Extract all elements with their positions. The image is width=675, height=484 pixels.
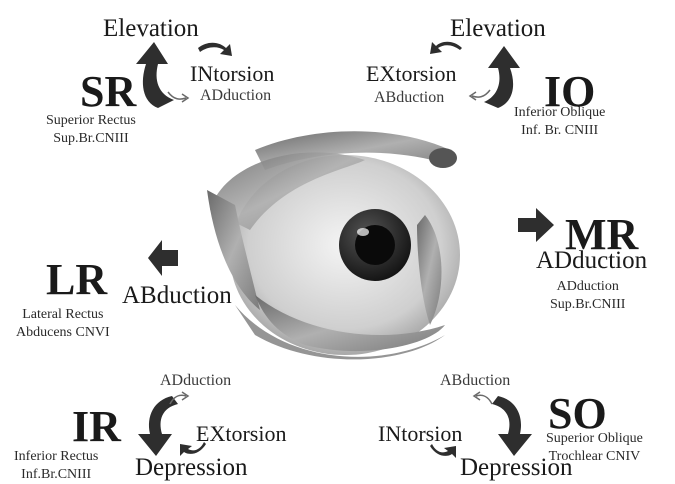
mr-action: ADduction (536, 248, 647, 273)
lr-abduction-arrow-icon (148, 240, 178, 276)
ir-primary-action: Depression (135, 455, 247, 480)
so-tertiary-action: ABduction (440, 373, 510, 389)
sr-nerve: Sup.Br.CNIII (46, 130, 136, 148)
eyeball-illustration (195, 120, 480, 370)
lr-abbreviation: LR (46, 258, 107, 302)
so-muscle-name: Superior Oblique (546, 430, 643, 448)
ir-adduction-arrow-icon (168, 392, 190, 406)
sr-intorsion-arrow-icon (196, 40, 236, 60)
mr-label: ADduction Sup.Br.CNIII (550, 278, 625, 314)
lr-action: ABduction (122, 283, 232, 308)
so-nerve: Trochlear CNIV (546, 448, 643, 466)
sr-label: Superior Rectus Sup.Br.CNIII (46, 112, 136, 148)
sr-tertiary-action: ADduction (200, 88, 271, 104)
ir-secondary-action: EXtorsion (196, 423, 286, 445)
so-abduction-arrow-icon (472, 392, 494, 406)
io-tertiary-action: ABduction (374, 90, 444, 106)
sr-muscle-name: Superior Rectus (46, 112, 136, 130)
so-intorsion-arrow-icon (428, 444, 458, 460)
sr-adduction-arrow-icon (168, 90, 190, 104)
so-secondary-action: INtorsion (378, 423, 462, 445)
mr-adduction-arrow-icon (518, 208, 554, 242)
io-extorsion-arrow-icon (428, 38, 464, 56)
lr-label: Lateral Rectus Abducens CNVI (16, 306, 110, 342)
io-primary-action: Elevation (450, 16, 546, 41)
ir-abbreviation: IR (72, 405, 121, 449)
lr-nerve: Abducens CNVI (16, 324, 110, 342)
so-depression-arrow-icon (490, 394, 538, 456)
trochlea-knot (429, 148, 457, 168)
sr-secondary-action: INtorsion (190, 63, 274, 85)
io-secondary-action: EXtorsion (366, 63, 456, 85)
io-abduction-arrow-icon (468, 88, 490, 102)
lr-muscle-name: Lateral Rectus (16, 306, 110, 324)
sr-primary-action: Elevation (103, 16, 199, 41)
ir-tertiary-action: ADduction (160, 373, 231, 389)
mr-muscle-name: ADduction (550, 278, 625, 296)
io-nerve: Inf. Br. CNIII (514, 122, 605, 140)
ir-muscle-name: Inferior Rectus (14, 448, 98, 466)
mr-nerve: Sup.Br.CNIII (550, 296, 625, 314)
ir-label: Inferior Rectus Inf.Br.CNIII (14, 448, 98, 484)
so-label: Superior Oblique Trochlear CNIV (546, 430, 643, 466)
ir-extorsion-arrow-icon (178, 442, 208, 458)
cornea-highlight (357, 228, 369, 236)
ir-nerve: Inf.Br.CNIII (14, 466, 98, 484)
